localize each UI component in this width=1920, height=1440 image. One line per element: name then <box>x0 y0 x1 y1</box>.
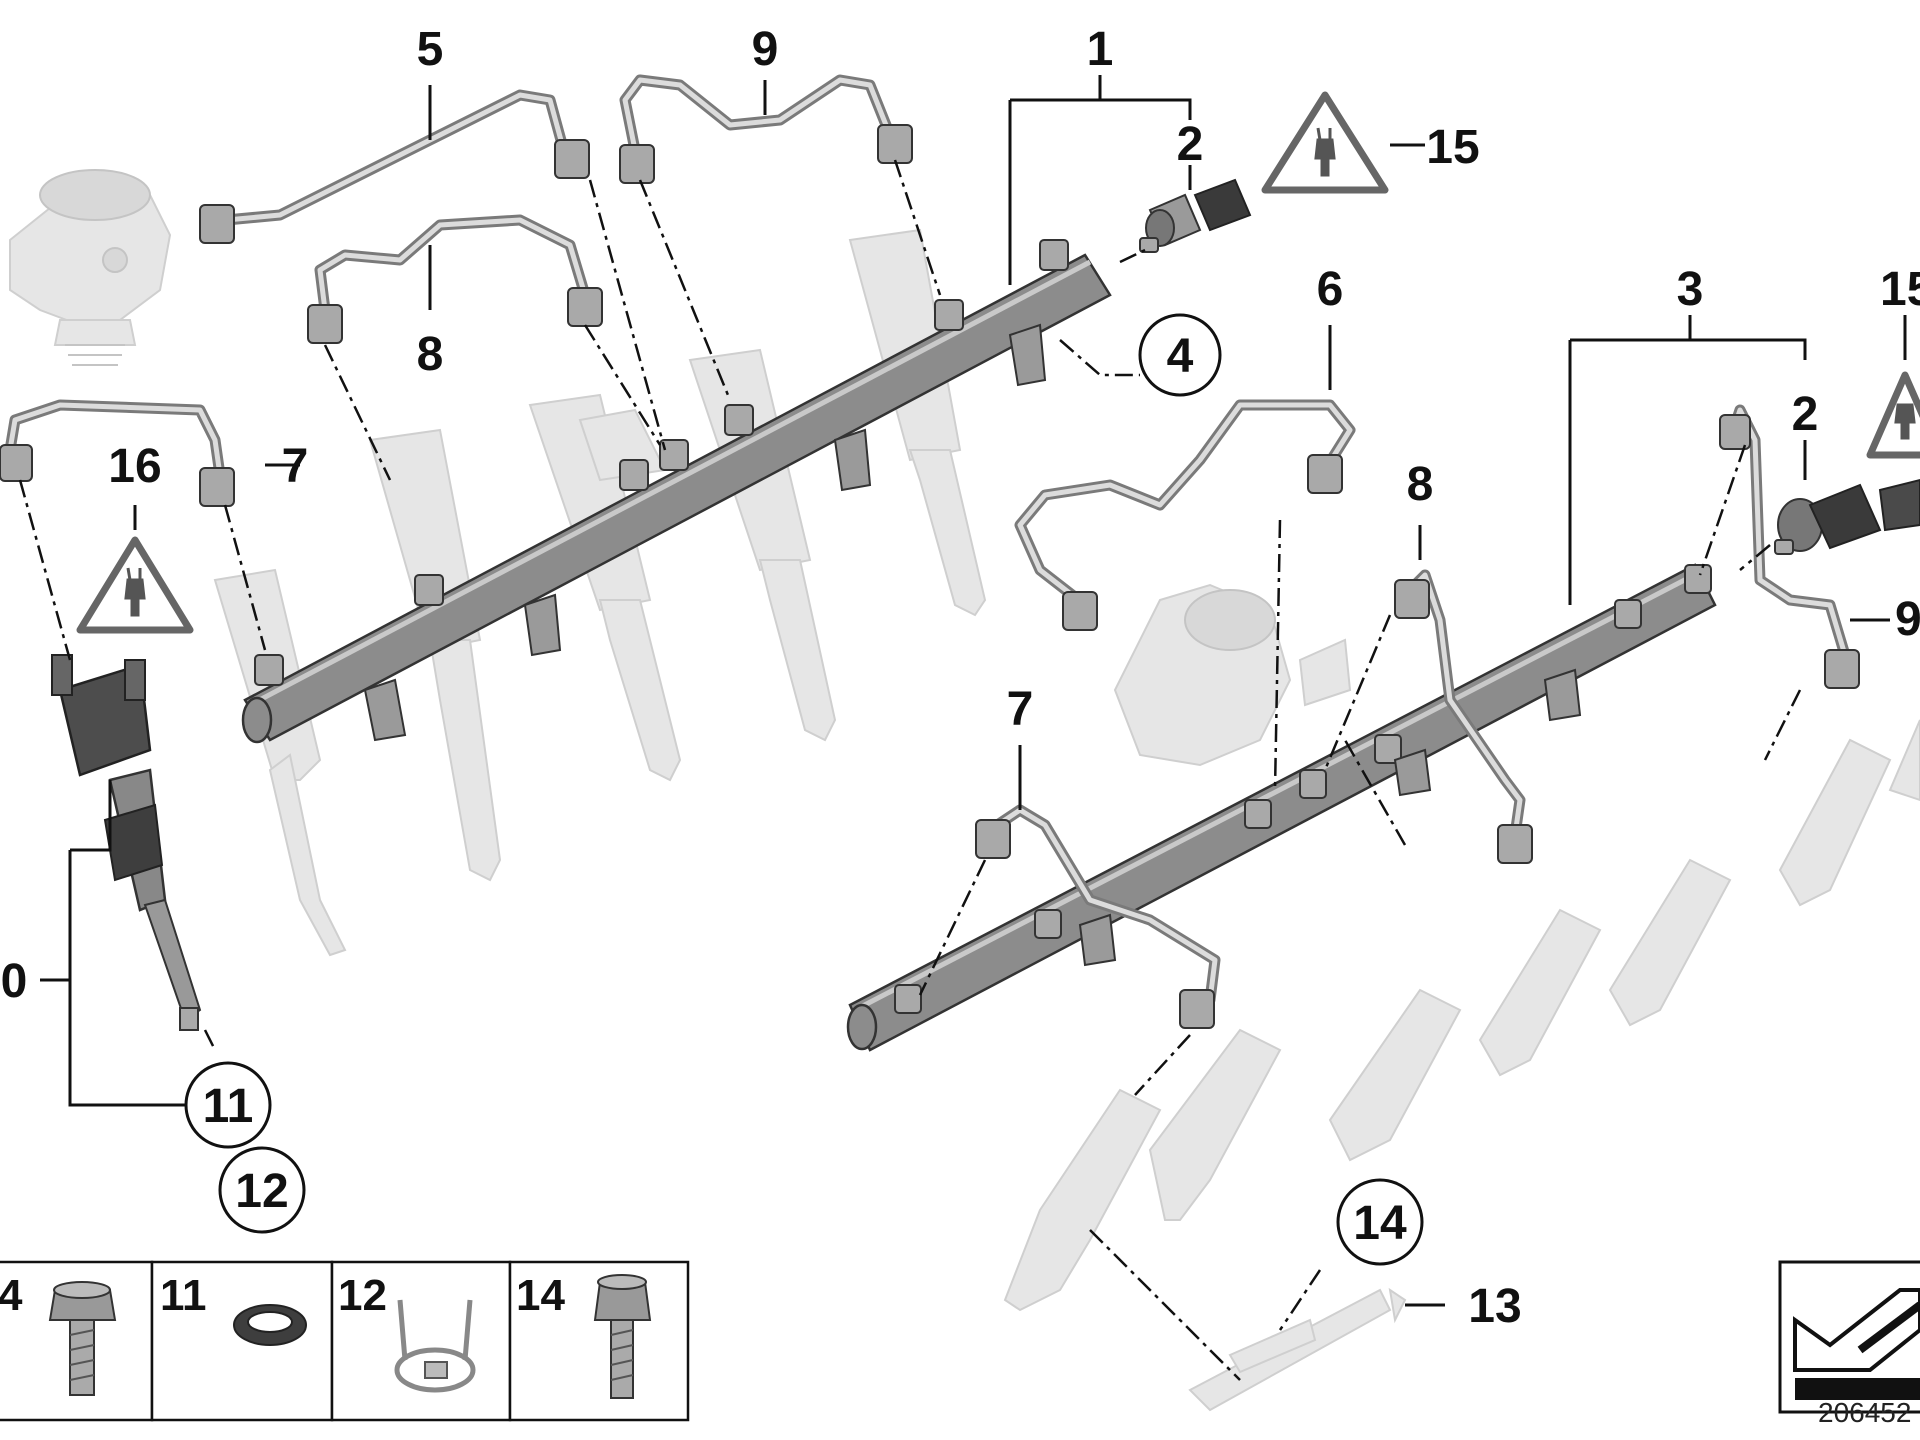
pipe-5-icon <box>199 89 590 244</box>
callout-8-right: 8 <box>1407 458 1434 511</box>
callout-14: 14 <box>1353 1197 1407 1250</box>
pipe-6-icon <box>1014 399 1356 631</box>
callout-1: 1 <box>1087 23 1114 76</box>
callout-13: 13 <box>1468 1280 1521 1333</box>
callout-circle-11 <box>184 1061 272 1149</box>
callout-circle-4 <box>1138 313 1222 397</box>
callout-7-right: 7 <box>1007 683 1034 736</box>
callout-9-right: 9 <box>1895 593 1920 646</box>
callout-10: 0 <box>1 955 28 1008</box>
callout-8-left: 8 <box>417 328 444 381</box>
guide-lines-right <box>918 444 1802 1381</box>
legend-label-4: 4 <box>0 1271 23 1320</box>
clip-icon <box>394 1299 476 1393</box>
pipe-7-left-icon <box>0 399 235 507</box>
right-assembly <box>846 315 1920 1412</box>
guide-lines-left <box>18 159 1146 1051</box>
callout-15-right: 15 <box>1880 263 1920 316</box>
callout-7-left: 7 <box>282 440 309 493</box>
rail-brackets-left <box>363 323 1047 742</box>
callout-11: 11 <box>203 1080 254 1133</box>
rail-brackets-right <box>1078 668 1582 967</box>
pressure-sensor-icon <box>1139 178 1252 253</box>
rail-ports-right <box>894 564 1712 1014</box>
left-assembly <box>0 74 1425 1107</box>
bolt-14-icon <box>593 1274 652 1399</box>
pressure-sensor-right-icon <box>1774 478 1920 555</box>
callout-6: 6 <box>1317 263 1344 316</box>
pipe-8-left-icon <box>307 214 603 344</box>
high-pressure-pump-icon <box>9 169 172 366</box>
pipe-9-right-icon <box>1719 404 1860 689</box>
bolt-icon <box>48 1281 117 1396</box>
arrow-logo-icon <box>1778 1260 1920 1414</box>
electrical-warning-icon-16 <box>76 536 194 634</box>
callout-circle-12 <box>218 1146 306 1234</box>
o-ring-icon <box>233 1304 307 1346</box>
callout-5: 5 <box>417 23 444 76</box>
rail-bracket-13-icon <box>1188 1287 1407 1412</box>
callout-circle-14 <box>1336 1178 1424 1266</box>
left-fuel-rail-icon <box>241 239 1112 744</box>
ghost-injectors-right <box>1003 719 1920 1312</box>
legend-label-12: 12 <box>338 1271 387 1320</box>
callout-3: 3 <box>1677 263 1704 316</box>
legend-label-11: 11 <box>160 1271 207 1320</box>
pipe-8-right-icon <box>1394 569 1533 864</box>
right-fuel-rail-icon <box>846 563 1717 1052</box>
high-pressure-pump-right-icon <box>1113 583 1352 767</box>
callout-12: 12 <box>235 1165 288 1218</box>
diagram-reference-number: 206452 <box>1818 1397 1911 1428</box>
callout-15-top: 15 <box>1426 121 1479 174</box>
callout-labels: 5 9 1 2 15 8 4 6 3 15 2 16 7 8 9 7 0 11 … <box>1 23 1920 1333</box>
callout-2-top: 2 <box>1177 118 1204 171</box>
legend-label-14: 14 <box>516 1271 565 1320</box>
electrical-warning-icon-15a <box>1261 91 1389 194</box>
electrical-warning-icon-15b <box>1866 371 1920 459</box>
callout-9-top: 9 <box>752 23 779 76</box>
callout-2-right: 2 <box>1792 388 1819 441</box>
callout-4: 4 <box>1167 330 1194 383</box>
pipe-9-top-icon <box>619 74 913 184</box>
legend-table: 4 11 12 14 <box>0 1260 690 1422</box>
injector-icon <box>51 654 202 1031</box>
callout-16: 16 <box>108 440 161 493</box>
rail-ports-left <box>254 239 1069 686</box>
